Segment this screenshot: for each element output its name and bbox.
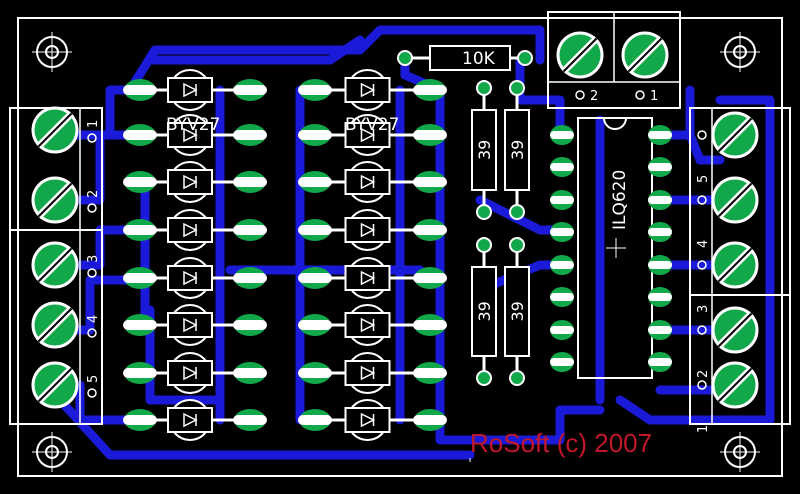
board-outline (17, 17, 783, 477)
resistor-10k: 10K (397, 45, 533, 71)
left-pin-label: 2 (86, 190, 101, 198)
right-screw-5 (711, 361, 759, 409)
diode (298, 69, 447, 111)
resistor-39-label: 39 (508, 301, 527, 321)
right-terminal-block (689, 107, 791, 425)
left-pin-label: 3 (86, 255, 101, 263)
top-screw-1 (556, 31, 604, 79)
right-screw-3 (711, 241, 759, 289)
copper-traces (50, 25, 775, 460)
right-pin-label: 5 (696, 175, 711, 183)
right-screw-2 (711, 176, 759, 224)
diode (123, 69, 267, 111)
top-terminal-block (547, 11, 681, 109)
diode (298, 209, 447, 251)
copyright-text: RoSoft (c) 2007 (470, 428, 652, 458)
top-screw-2 (621, 31, 669, 79)
left-screw-3 (31, 241, 79, 289)
left-pin-label: 1 (86, 120, 101, 128)
resistor-39: 39 (504, 80, 530, 220)
diode (298, 304, 447, 346)
left-terminal-block (9, 106, 103, 425)
diode (298, 257, 447, 299)
resistor-10k-label: 10K (462, 49, 496, 69)
left-screw-1 (31, 106, 79, 154)
top-pin-label: 2 (590, 89, 598, 104)
diode (298, 161, 447, 203)
right-pin-label: 4 (696, 240, 711, 248)
left-pin-label: 4 (86, 315, 101, 323)
diode (123, 161, 267, 203)
diode (298, 352, 447, 394)
right-pin-label: 2 (696, 370, 711, 378)
diode (298, 399, 447, 441)
resistor-39-label: 39 (508, 140, 527, 160)
diode (123, 114, 267, 156)
diode (123, 352, 267, 394)
diode (123, 304, 267, 346)
resistor-39: 39 (471, 237, 497, 386)
resistor-39-label: 39 (475, 140, 494, 160)
left-pin-label: 5 (86, 375, 101, 383)
ic-label: ILQ620 (610, 170, 630, 230)
right-pin-label: 1 (696, 425, 711, 433)
left-screw-5 (31, 361, 79, 409)
right-pin-label: 3 (696, 305, 711, 313)
resistor-39: 39 (504, 237, 530, 386)
resistor-39: 39 (471, 80, 497, 220)
diode (123, 209, 267, 251)
top-pin-label: 1 (650, 89, 658, 104)
diode-array (123, 69, 447, 441)
right-screw-4 (711, 306, 759, 354)
diode (123, 257, 267, 299)
ic-ilq620: ILQ620 (550, 117, 672, 379)
diode-label-right: BYV27 (345, 115, 399, 135)
resistor-39-label: 39 (475, 301, 494, 321)
right-screw-1 (711, 111, 759, 159)
left-screw-2 (31, 176, 79, 224)
diode (123, 399, 267, 441)
diode (298, 114, 447, 156)
left-screw-4 (31, 301, 79, 349)
diode-label-left: BYV27 (166, 115, 220, 135)
